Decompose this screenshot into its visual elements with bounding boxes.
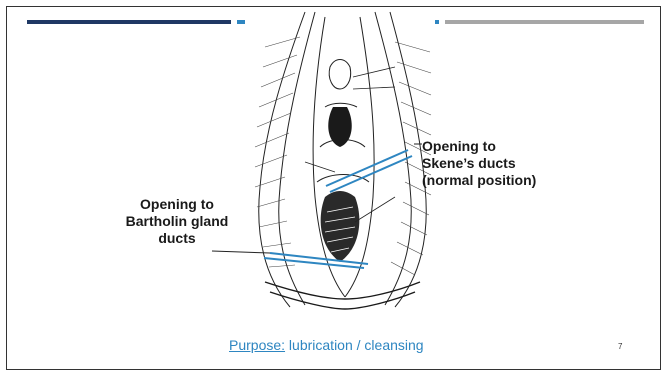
page-number: 7 (618, 342, 622, 351)
bartholin-label-line-1: Opening to (114, 196, 240, 213)
skene-label-line-1: Opening to (422, 138, 536, 155)
purpose-text: lubrication / cleansing (285, 337, 424, 353)
skene-label-line-2: Skene’s ducts (422, 155, 536, 172)
purpose-caption: Purpose: lubrication / cleansing (229, 337, 424, 353)
anatomical-illustration (245, 7, 435, 312)
skene-ducts-label: Opening to Skene’s ducts (normal positio… (422, 138, 536, 189)
bartholin-label-line-2: Bartholin gland (114, 213, 240, 230)
header-accent-bar-gray (445, 20, 644, 24)
purpose-link[interactable]: Purpose: (229, 337, 285, 353)
skene-label-line-3: (normal position) (422, 172, 536, 189)
bartholin-ducts-label: Opening to Bartholin gland ducts (114, 196, 240, 247)
header-accent-bar-navy (27, 20, 231, 24)
bartholin-label-line-3: ducts (114, 230, 240, 247)
